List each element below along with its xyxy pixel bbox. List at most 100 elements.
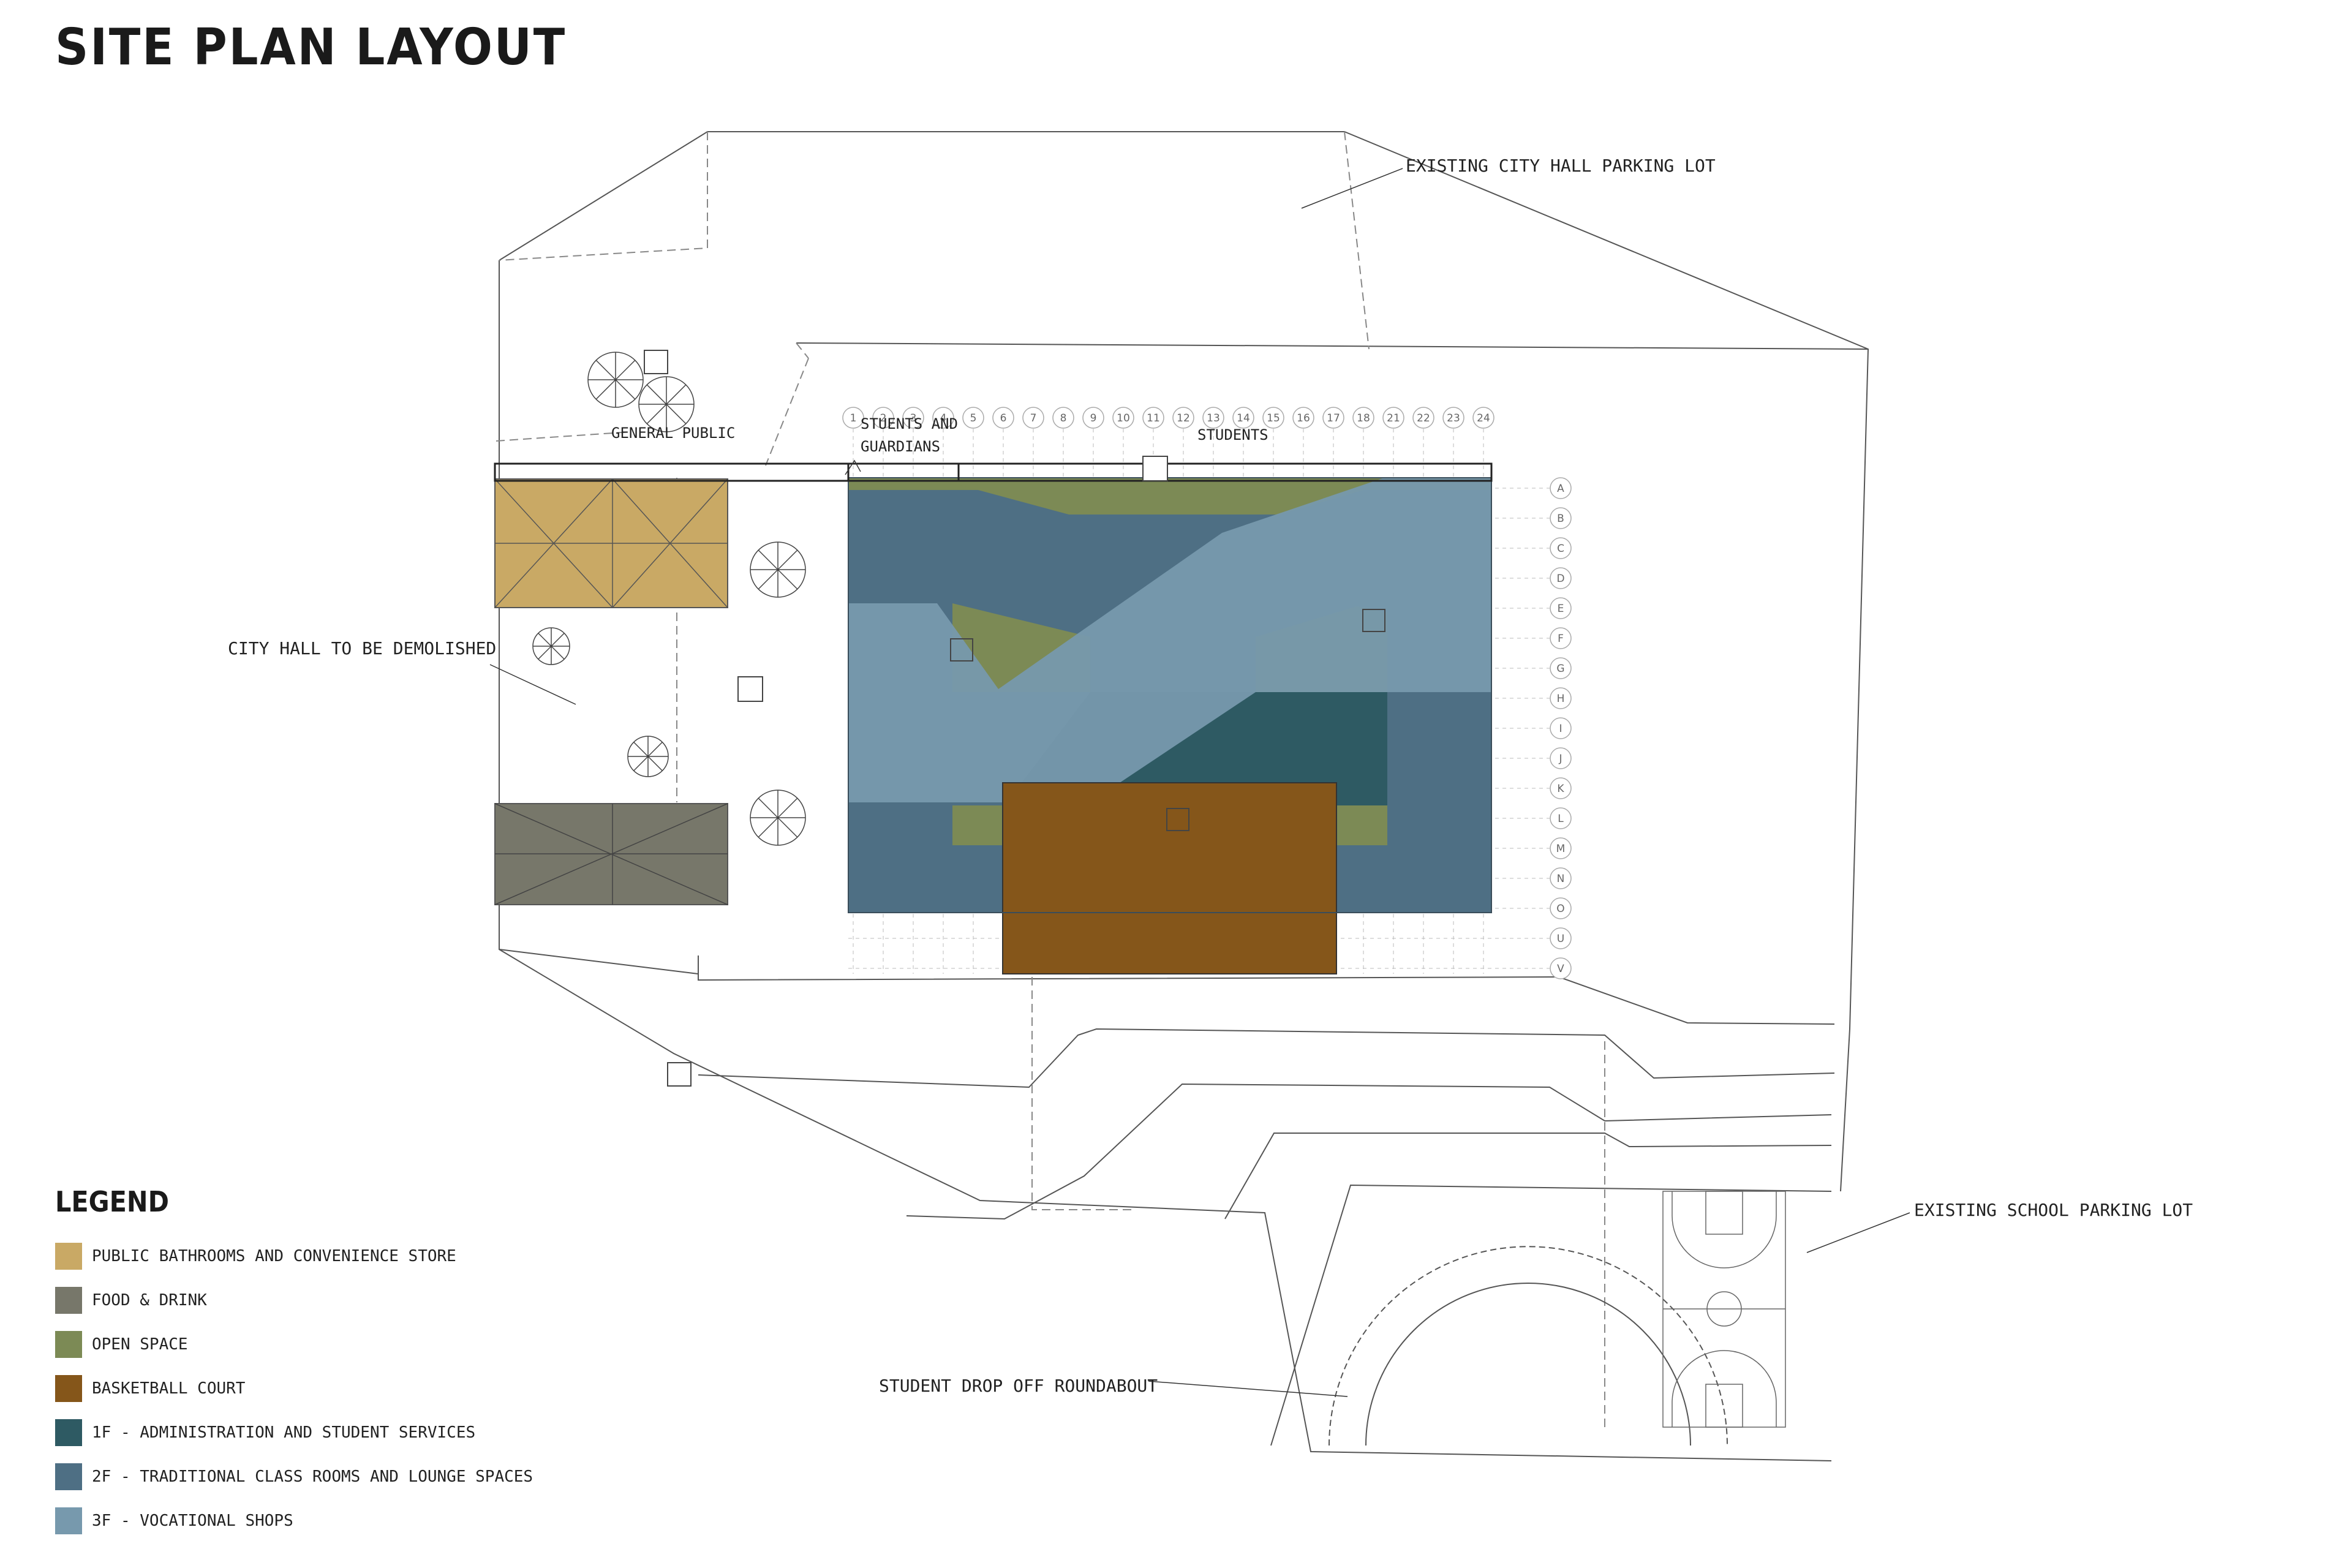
parking-lot-outline	[499, 131, 1869, 1192]
legend-item: 2F - TRADITIONAL CLASS ROOMS AND LOUNGE …	[55, 1455, 533, 1499]
roof-lines-bathrooms	[494, 478, 728, 608]
grid-row-marker: V	[848, 957, 1572, 979]
grid-column-label: 23	[1447, 412, 1460, 424]
legend-label: OPEN SPACE	[92, 1335, 188, 1354]
entry-marker-icon	[667, 1062, 692, 1087]
grid-row-label: F	[1558, 633, 1564, 645]
grid-column-label: 10	[1117, 412, 1130, 424]
grid-column-label: 13	[1207, 412, 1220, 424]
grid-row-marker: F	[848, 627, 1572, 649]
grid-row-marker: E	[848, 597, 1572, 619]
legend-item: BASKETBALL COURT	[55, 1366, 533, 1411]
grid-row-marker: N	[848, 867, 1572, 889]
grid-row-label: C	[1557, 543, 1564, 555]
grid-column-label: 12	[1177, 412, 1190, 424]
label-students: STUDENTS	[1197, 426, 1268, 443]
legend-label: 1F - ADMINISTRATION AND STUDENT SERVICES	[92, 1423, 476, 1442]
grid-row-marker: B	[848, 507, 1572, 529]
grid-column-label: 11	[1147, 412, 1160, 424]
grid-column-label: 16	[1297, 412, 1310, 424]
grid-row-label: K	[1557, 783, 1564, 795]
grid-row-marker: O	[848, 897, 1572, 919]
legend: LEGEND PUBLIC BATHROOMS AND CONVENIENCE …	[55, 1185, 533, 1543]
leader-lines	[489, 168, 1910, 1397]
grid-row-label: D	[1556, 573, 1564, 585]
label-general-public: GENERAL PUBLIC	[611, 424, 735, 442]
grid-row-label: E	[1558, 603, 1564, 615]
legend-items: PUBLIC BATHROOMS AND CONVENIENCE STORE FO…	[55, 1234, 533, 1543]
grid-column-label: 5	[970, 412, 977, 424]
tree-icon	[750, 790, 806, 846]
grid-row-marker: I	[848, 717, 1572, 739]
grid-row-marker: G	[848, 657, 1572, 679]
entry-marker-icon	[950, 638, 973, 662]
page-title: SITE PLAN LAYOUT	[55, 18, 567, 77]
grid-row-label: O	[1556, 903, 1564, 915]
legend-swatch	[55, 1243, 82, 1270]
building-outline	[848, 477, 1492, 913]
entry-markers	[644, 350, 1385, 1087]
grid-column-label: 15	[1267, 412, 1280, 424]
grid-row-marker: U	[848, 927, 1572, 949]
outdoor-basketball-court	[1662, 1191, 1786, 1428]
legend-swatch	[55, 1463, 82, 1490]
entry-marker-icon	[1362, 609, 1385, 632]
grid-column-label: 4	[940, 412, 947, 424]
tree-icon	[750, 541, 806, 598]
grid-column-label: 24	[1477, 412, 1490, 424]
grid-row-marker: C	[848, 537, 1572, 559]
grid-row-label: V	[1557, 963, 1564, 975]
entry-marker-icon	[1142, 456, 1168, 481]
grid-column-label: 8	[1060, 412, 1067, 424]
grid-row-label: U	[1557, 933, 1564, 945]
level-3-vocational	[848, 478, 1491, 802]
basketball-court-block	[1002, 782, 1337, 974]
legend-swatch	[55, 1507, 82, 1534]
open-space-south-west	[952, 805, 1005, 845]
grid-column-label: 17	[1327, 412, 1340, 424]
grid-row-marker: D	[848, 567, 1572, 589]
grid-column-label: 6	[1000, 412, 1007, 424]
grid-row-label: H	[1557, 693, 1565, 705]
grid-column-label: 1	[850, 412, 857, 424]
grid-column-label: 22	[1417, 412, 1430, 424]
legend-label: 3F - VOCATIONAL SHOPS	[92, 1512, 293, 1530]
open-space-south-east	[1335, 805, 1387, 845]
legend-item: PUBLIC BATHROOMS AND CONVENIENCE STORE	[55, 1234, 533, 1278]
tree-icon	[638, 376, 695, 432]
grid-row-markers: A B C D E F G H I J K L M N O U V	[848, 477, 1572, 979]
label-students-guardians: STUENTS AND	[861, 415, 958, 432]
grid-column-label: 7	[1030, 412, 1037, 424]
grid-column-label: 21	[1387, 412, 1400, 424]
roof-lines-food	[494, 803, 728, 905]
label-city-hall-demolished: CITY HALL TO BE DEMOLISHED	[228, 638, 496, 658]
grid-row-label: B	[1557, 513, 1564, 525]
school-building	[848, 477, 1492, 974]
tree-icon	[532, 627, 570, 665]
entry-marker-icon	[737, 676, 763, 702]
site-boundary-lines	[499, 131, 1869, 1461]
grid-row-marker: J	[848, 747, 1572, 769]
grid-row-label: J	[1558, 753, 1562, 765]
grid-row-marker: K	[848, 777, 1572, 799]
entry-marker-icon	[1166, 808, 1189, 831]
legend-item: FOOD & DRINK	[55, 1278, 533, 1322]
grid-row-marker: A	[848, 477, 1572, 499]
grid-row-label: M	[1556, 843, 1566, 855]
legend-swatch	[55, 1375, 82, 1402]
grid-row-label: N	[1557, 873, 1565, 885]
grid-row-label: L	[1558, 813, 1564, 825]
grid-row-marker: M	[848, 837, 1572, 859]
open-space-top-band	[848, 478, 1491, 514]
grid-row-label: G	[1556, 663, 1564, 675]
legend-label: PUBLIC BATHROOMS AND CONVENIENCE STORE	[92, 1247, 456, 1265]
grid-column-label: 9	[1090, 412, 1097, 424]
grid-row-label: A	[1557, 483, 1564, 495]
grid-column-label: 3	[910, 412, 917, 424]
legend-swatch	[55, 1419, 82, 1446]
entry-marker-icon	[644, 350, 668, 374]
legend-item: 1F - ADMINISTRATION AND STUDENT SERVICES	[55, 1411, 533, 1455]
grid-row-label: I	[1559, 723, 1562, 735]
tree-icon	[587, 352, 644, 408]
